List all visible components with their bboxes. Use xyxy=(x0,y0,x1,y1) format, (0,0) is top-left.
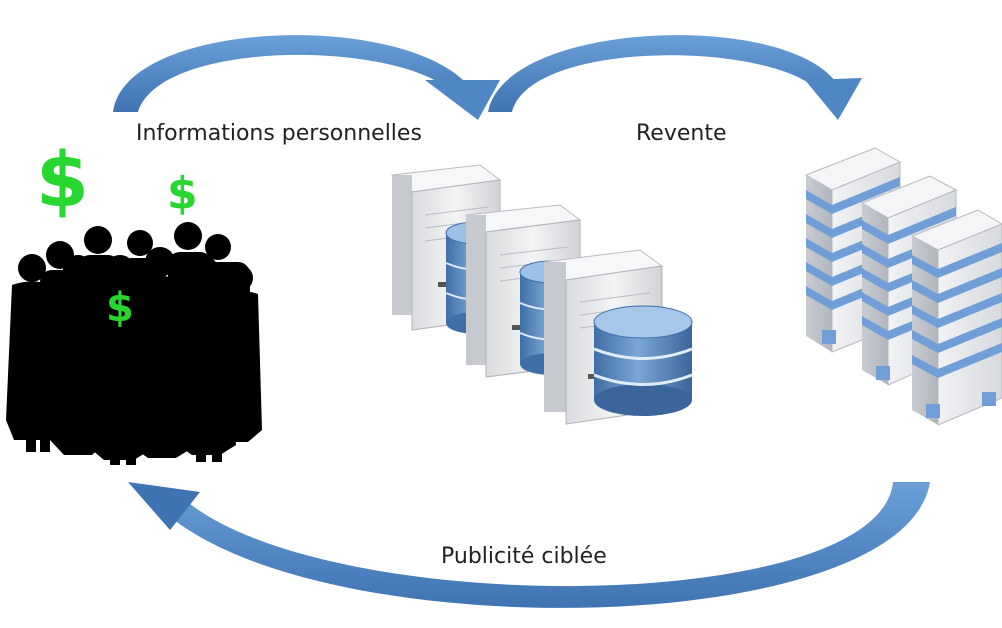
dollar-sign-icon: $ xyxy=(106,285,134,331)
arrow-resale xyxy=(488,35,862,120)
building-3 xyxy=(910,209,1002,426)
dollar-sign-icon: $ xyxy=(36,135,89,224)
database-server-icon xyxy=(390,164,693,425)
arrow-personal-info xyxy=(113,35,500,120)
people-silhouette-icon xyxy=(6,222,262,465)
database-cylinder-3 xyxy=(593,305,693,416)
arrow-targeted-ads xyxy=(128,482,930,608)
label-resale: Revente xyxy=(636,121,727,146)
label-personal-info: Informations personnelles xyxy=(136,121,422,146)
office-building-icon xyxy=(804,147,1002,426)
dollar-sign-icon: $ xyxy=(167,168,198,219)
label-targeted-ads: Publicité ciblée xyxy=(441,544,607,569)
